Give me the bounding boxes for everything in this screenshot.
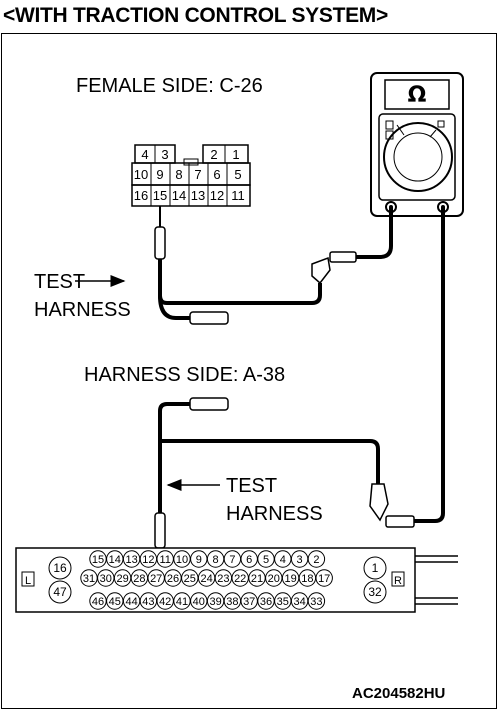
a38-pin-label: 43 [142, 596, 154, 608]
a38-pin-label: 42 [159, 596, 171, 608]
a38-pin-label: 17 [318, 573, 330, 585]
a38-pin-label: 47 [53, 585, 67, 599]
c26-pin: 1 [232, 147, 239, 162]
c26-pin: 13 [191, 188, 205, 203]
a38-pin-label: 10 [176, 554, 188, 566]
c26-pin: 11 [231, 188, 245, 203]
c26-pin: 2 [210, 147, 217, 162]
c26-pin: 10 [134, 167, 148, 182]
a38-pin-label: 2 [313, 554, 319, 566]
a38-pin-label: 13 [125, 554, 137, 566]
a38-pin-label: 28 [133, 573, 145, 585]
a38-pin-label: 25 [184, 573, 196, 585]
a38-pin-label: 20 [268, 573, 280, 585]
a38-pin-label: 34 [293, 596, 305, 608]
a38-pin-label: 39 [209, 596, 221, 608]
a38-pin-circle [48, 580, 72, 604]
a38-pin-label: 32 [368, 585, 382, 599]
c26-pin: 16 [134, 188, 148, 203]
a38-pin-label: 11 [159, 554, 170, 566]
c26-pin: 5 [234, 167, 241, 182]
left-marker: L [25, 575, 31, 587]
a38-pin-label: 12 [142, 554, 154, 566]
right-marker: R [394, 575, 402, 587]
a38-pin-label: 44 [125, 596, 137, 608]
a38-pin-circle [48, 556, 72, 580]
a38-pin-label: 46 [92, 596, 104, 608]
a38-pin-label: 19 [284, 573, 296, 585]
a38-pin-label: 22 [234, 573, 246, 585]
test-harness-label-upper: TEST HARNESS [34, 268, 131, 324]
ohmmeter: Ω [370, 72, 464, 217]
a38-pin-label: 4 [280, 554, 286, 566]
a38-pin-label: 1 [372, 561, 379, 575]
test-harness-line2: HARNESS [226, 503, 323, 525]
a38-pin-label: 23 [217, 573, 229, 585]
a38-pin-circle [307, 550, 326, 568]
c26-pin: 12 [210, 188, 224, 203]
c26-pin: 3 [161, 147, 168, 162]
c26-pin: 6 [213, 167, 220, 182]
a38-pin-label: 27 [150, 573, 162, 585]
a38-pin-label: 33 [310, 596, 322, 608]
a38-pin-label: 26 [167, 573, 179, 585]
a38-pin-label: 7 [229, 554, 235, 566]
a38-pin-label: 31 [83, 573, 95, 585]
a38-pin-circle [363, 556, 387, 580]
harness-side-label: HARNESS SIDE: A-38 [84, 364, 286, 386]
figure-code: AC204582HU [352, 685, 446, 702]
c26-pin: 15 [153, 188, 167, 203]
a38-pin-label: 41 [176, 596, 188, 608]
ohm-symbol: Ω [408, 83, 427, 108]
test-harness-label-lower: TEST HARNESS [226, 472, 323, 528]
diagram-frame [1, 33, 497, 709]
a38-pin-label: 29 [116, 573, 128, 585]
c26-pin: 4 [141, 147, 148, 162]
test-harness-line2: HARNESS [34, 299, 131, 321]
a38-pin-label: 38 [226, 596, 238, 608]
a38-pin-label: 8 [213, 554, 219, 566]
test-harness-line1: TEST [34, 271, 86, 293]
a38-pin-label: 3 [297, 554, 303, 566]
a38-pin-label: 6 [246, 554, 252, 566]
c26-pin: 9 [156, 167, 163, 182]
a38-pin-label: 36 [260, 596, 272, 608]
a38-pin-label: 30 [100, 573, 112, 585]
upper-test-harness [154, 206, 393, 325]
a38-pin-label: 14 [109, 554, 121, 566]
a38-pin-circle [315, 569, 333, 587]
a38-pin-label: 15 [92, 554, 104, 566]
a38-pin-circle [363, 580, 387, 604]
lower-test-harness [154, 207, 445, 556]
test-harness-line1: TEST [226, 475, 278, 497]
a38-pin-label: 45 [109, 596, 121, 608]
diagram-title: <WITH TRACTION CONTROL SYSTEM> [3, 4, 388, 27]
c26-pin: 8 [175, 167, 182, 182]
a38-pin-circle [307, 592, 326, 610]
a38-pin-label: 37 [243, 596, 255, 608]
c26-pin: 14 [172, 188, 186, 203]
a38-pin-label: 18 [301, 573, 313, 585]
connector-c26 [131, 144, 251, 207]
a38-pin-label: 5 [263, 554, 269, 566]
a38-pin-label: 24 [200, 573, 212, 585]
female-side-label: FEMALE SIDE: C-26 [76, 75, 263, 97]
a38-pin-label: 21 [251, 573, 263, 585]
a38-pin-label: 40 [193, 596, 205, 608]
a38-pin-label: 35 [277, 596, 289, 608]
c26-pin: 7 [194, 167, 201, 182]
a38-pin-label: 9 [196, 554, 202, 566]
a38-pin-label: 16 [53, 561, 67, 575]
